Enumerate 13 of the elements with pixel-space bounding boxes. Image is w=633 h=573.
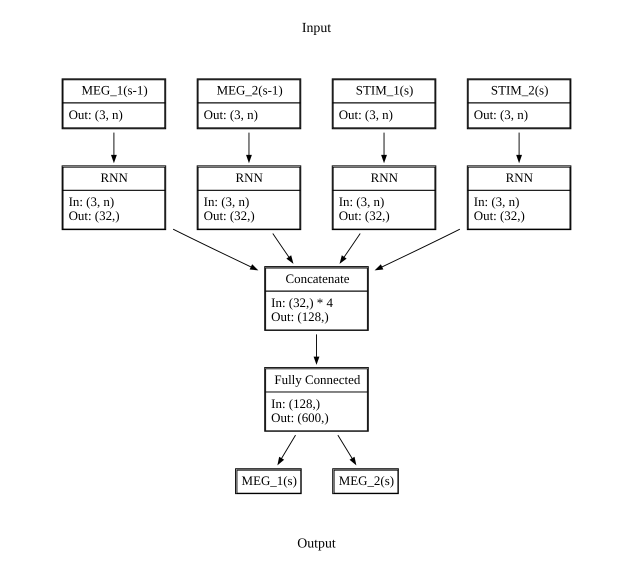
arrow (110, 132, 117, 164)
arrow (314, 334, 320, 365)
arrow (374, 228, 460, 270)
arrow (340, 233, 361, 264)
label: Output (297, 536, 336, 552)
arrow (516, 132, 522, 164)
arrow (272, 233, 294, 264)
arrow (172, 228, 258, 270)
arrow (246, 132, 252, 164)
arrow (337, 434, 356, 466)
arrow (381, 132, 387, 164)
label: Input (302, 21, 332, 36)
arrow (277, 434, 296, 466)
